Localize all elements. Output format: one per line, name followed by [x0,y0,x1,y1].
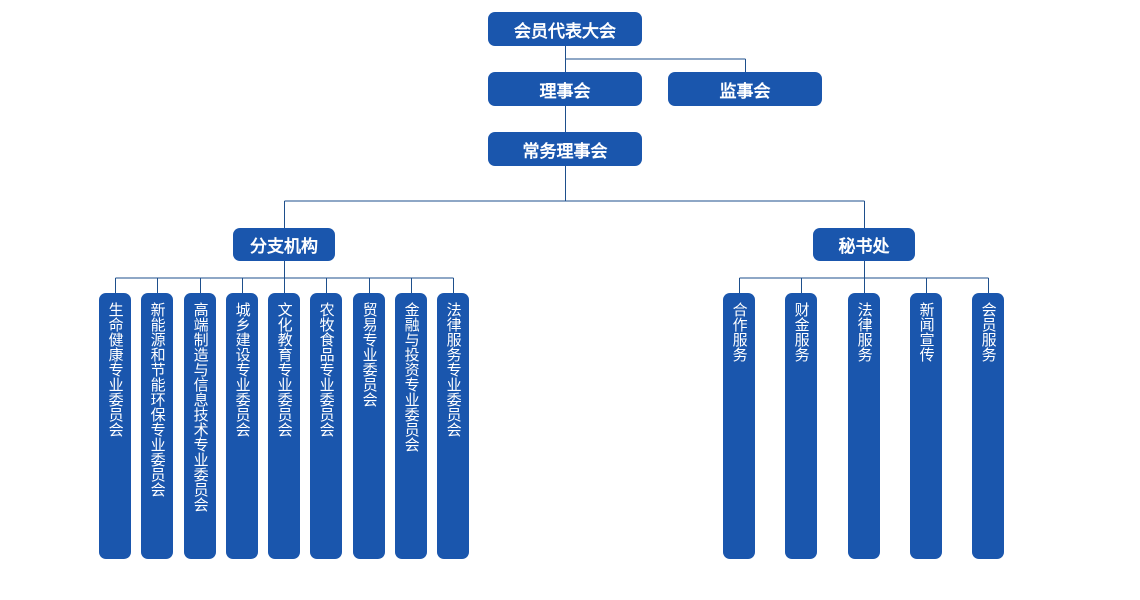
committee-label: 贸易专业委员会 [360,302,379,407]
node-assembly-label: 会员代表大会 [514,21,616,42]
committee-box: 文化教育专业委员会 [268,293,300,559]
node-council-label: 理事会 [539,81,591,102]
service-box: 法律服务 [848,293,880,559]
committee-box: 高端制造与信息技术专业委员会 [184,293,216,559]
committee-box: 贸易专业委员会 [353,293,385,559]
node-assembly: 会员代表大会 [488,12,642,46]
service-label: 新闻宣传 [917,302,936,362]
committee-label: 金融与投资专业委员会 [402,302,421,452]
service-label: 法律服务 [855,302,874,362]
committee-box: 城乡建设专业委员会 [226,293,258,559]
committee-label: 高端制造与信息技术专业委员会 [191,302,210,512]
service-label: 财金服务 [792,302,811,362]
committee-box: 农牧食品专业委员会 [310,293,342,559]
service-label: 会员服务 [979,302,998,362]
committee-box: 法律服务专业委员会 [437,293,469,559]
service-box: 会员服务 [972,293,1004,559]
committee-label: 城乡建设专业委员会 [233,302,252,437]
node-branches: 分支机构 [233,228,335,261]
node-standing-council-label: 常务理事会 [522,141,608,162]
committee-label: 农牧食品专业委员会 [317,302,336,437]
committee-box: 新能源和节能环保专业委员会 [141,293,173,559]
service-label: 合作服务 [730,302,749,362]
node-secretariat: 秘书处 [813,228,915,261]
committee-box: 金融与投资专业委员会 [395,293,427,559]
node-supervisors: 监事会 [668,72,822,106]
node-secretariat-label: 秘书处 [838,237,890,257]
service-box: 合作服务 [723,293,755,559]
committee-label: 新能源和节能环保专业委员会 [148,302,167,497]
committee-box: 生命健康专业委员会 [99,293,131,559]
node-council: 理事会 [488,72,642,106]
service-box: 财金服务 [785,293,817,559]
node-supervisors-label: 监事会 [719,81,771,102]
committee-label: 文化教育专业委员会 [275,302,294,437]
committee-label: 生命健康专业委员会 [106,302,125,437]
service-box: 新闻宣传 [910,293,942,559]
committee-label: 法律服务专业委员会 [444,302,463,437]
node-standing-council: 常务理事会 [488,132,642,166]
node-branches-label: 分支机构 [250,237,318,257]
